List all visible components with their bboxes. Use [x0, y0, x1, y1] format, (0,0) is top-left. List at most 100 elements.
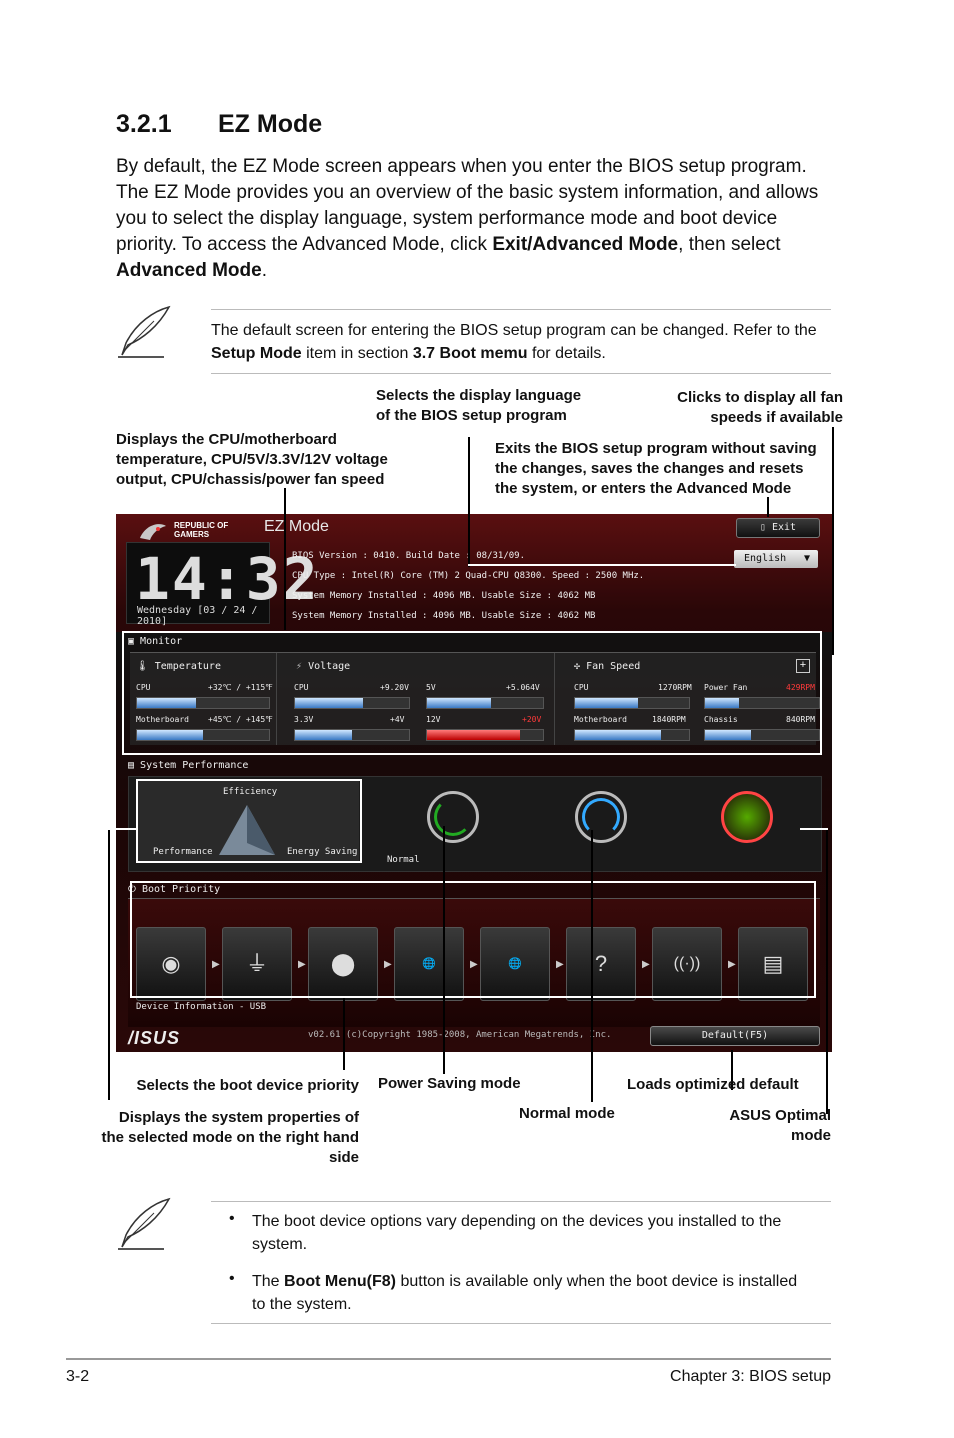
arrow-right-icon: ▶ [728, 959, 736, 970]
volt-12-label: 12V [426, 715, 441, 724]
chevron-down-icon: ▼ [803, 553, 810, 564]
note-rule-bottom [211, 373, 831, 374]
temp-mb-label: Motherboard [136, 715, 189, 724]
page-number: 3-2 [66, 1368, 90, 1385]
note2-feather-icon [118, 1197, 171, 1250]
boot-bev-icon[interactable]: 🌐 [480, 927, 550, 1001]
thermometer-icon: 🌡 [136, 661, 149, 672]
perf-energy-label: Energy Saving [287, 847, 358, 857]
temp-cpu-value: +32℃ / +115℉ [208, 683, 273, 692]
info-memory-1: System Memory Installed : 4096 MB. Usabl… [292, 591, 596, 601]
note2-b2-post: button is available only when the boot d… [252, 1273, 798, 1313]
leader-line [832, 427, 834, 655]
volt-33-bar [294, 729, 410, 741]
fan-chassis-label: Chassis [704, 715, 738, 724]
leader-line [284, 488, 286, 630]
fan-title: Fan Speed [586, 661, 641, 672]
perf-triangle-panel: Efficiency Performance Energy Saving [137, 781, 359, 861]
system-info: BIOS Version : 0410. Build Date : 08/31/… [292, 546, 644, 626]
note-rule-top [211, 309, 831, 310]
info-memory-2: System Memory Installed : 4096 MB. Usabl… [292, 611, 596, 621]
perf-highlight-box [136, 779, 362, 863]
power-saving-gauge-icon[interactable] [427, 791, 479, 843]
lightning-icon: ⚡ [296, 661, 303, 672]
bios-copyright: v02.61 (c)Copyright 1985-2008, American … [308, 1030, 612, 1040]
intro-paragraph: By default, the EZ Mode screen appears w… [116, 154, 836, 284]
temperature-column: 🌡 Temperature CPU +32℃ / +115℉ Motherboa… [130, 653, 277, 745]
volt-12-bar [426, 729, 544, 741]
temp-cpu-bar [136, 697, 270, 709]
temp-mb-bar [136, 729, 270, 741]
monitor-icon: ▣ [128, 636, 141, 647]
boot-unknown-icon[interactable]: ? [566, 927, 636, 1001]
fan-power-label: Power Fan [704, 683, 748, 692]
bios-lower-area: ▣ Monitor 🌡 Temperature CPU +32℃ / +115℉… [116, 632, 832, 1052]
callout-boot: Selects the boot device priority [136, 1077, 359, 1094]
callout-exit: Exits the BIOS setup program without sav… [495, 440, 817, 497]
callout-sysprop: Displays the system properties of the se… [101, 1109, 359, 1166]
perf-efficiency-label: Efficiency [223, 787, 278, 797]
volt-5v-value: +5.064V [506, 683, 540, 692]
voltage-heading: ⚡ Voltage [296, 661, 350, 672]
intro-bold-exit: Exit/Advanced Mode [492, 234, 679, 255]
callout-normal: Normal mode [519, 1105, 615, 1122]
callout-fan: Clicks to display all fan speeds if avai… [677, 389, 843, 426]
temp-cpu-label: CPU [136, 683, 151, 692]
boot-uefi-icon[interactable]: ⬤ [308, 927, 378, 1001]
note2-rule-bottom [211, 1323, 831, 1324]
fan-mb-bar [574, 729, 690, 741]
default-f5-button[interactable]: Default(F5) [650, 1026, 820, 1046]
fan-icon: ✣ [574, 661, 581, 672]
arrow-right-icon: ▶ [556, 959, 564, 970]
clock-panel: 14:32 Wednesday [03 / 24 / 2010] [126, 542, 318, 627]
monitor-title: Monitor [140, 636, 183, 647]
fan-cpu-label: CPU [574, 683, 589, 692]
asus-optimal-gauge-icon[interactable] [721, 791, 773, 843]
chapter-label: Chapter 3: BIOS setup [670, 1368, 831, 1385]
perf-mode-label: Normal [387, 855, 420, 865]
volt-cpu-value: +9.20V [380, 683, 409, 692]
note-b1: Setup Mode [211, 345, 302, 362]
arrow-right-icon: ▶ [384, 959, 392, 970]
leader-line [468, 564, 736, 566]
callout-monitor: Displays the CPU/motherboard temperature… [116, 431, 388, 488]
rog-logo: REPUBLIC OF GAMERS [128, 518, 268, 544]
callout-language: Selects the display language of the BIOS… [376, 387, 582, 424]
volt-cpu-bar [294, 697, 410, 709]
section-number: 3.2.1 [116, 110, 172, 138]
note2-rule-top [211, 1201, 831, 1202]
language-select[interactable]: English ▼ [734, 550, 818, 568]
note-t3: for details. [527, 345, 606, 362]
clock-time: 14:32 [135, 545, 320, 613]
boot-disks-icon[interactable]: ▤ [738, 927, 808, 1001]
boot-network-icon[interactable]: ((·)) [652, 927, 722, 1001]
note-feather-icon [118, 305, 171, 358]
leader-line [108, 828, 110, 1100]
fan-cpu-bar [574, 697, 690, 709]
note-t1: The default screen for entering the BIOS… [211, 322, 817, 339]
volt-33-label: 3.3V [294, 715, 314, 724]
normal-gauge-icon[interactable] [575, 791, 627, 843]
leader-line [443, 826, 445, 1074]
perf-icon: ▤ [128, 760, 141, 771]
intro-text-2: , then select [678, 234, 781, 255]
intro-text: By default, the EZ Mode screen appears w… [116, 156, 819, 255]
fan-chassis-bar [704, 729, 820, 741]
ez-mode-title: EZ Mode [264, 518, 329, 535]
volt-33-value: +4V [390, 715, 405, 724]
fan-expand-plus-icon[interactable]: + [796, 659, 810, 673]
fan-column: ✣ Fan Speed + CPU 1270RPM Power Fan 429R… [568, 653, 820, 745]
boot-pcmcia-icon[interactable]: 🌐 [394, 927, 464, 1001]
perf-performance-label: Performance [153, 847, 213, 857]
leader-line [591, 830, 593, 1102]
boot-usb-icon[interactable]: ⏚ [222, 927, 292, 1001]
boot-hdd-icon[interactable]: ◉ [136, 927, 206, 1001]
device-information: Device Information - USB [136, 1002, 267, 1012]
temperature-heading: 🌡 Temperature [136, 661, 221, 672]
exit-button[interactable]: ▯ Exit [736, 518, 820, 538]
monitor-highlight-box [122, 631, 822, 755]
exit-door-icon: ▯ [759, 522, 772, 533]
perf-triangle-icon [219, 805, 275, 855]
note-t2: item in section [301, 345, 413, 362]
callout-default: Loads optimized default [627, 1076, 799, 1093]
